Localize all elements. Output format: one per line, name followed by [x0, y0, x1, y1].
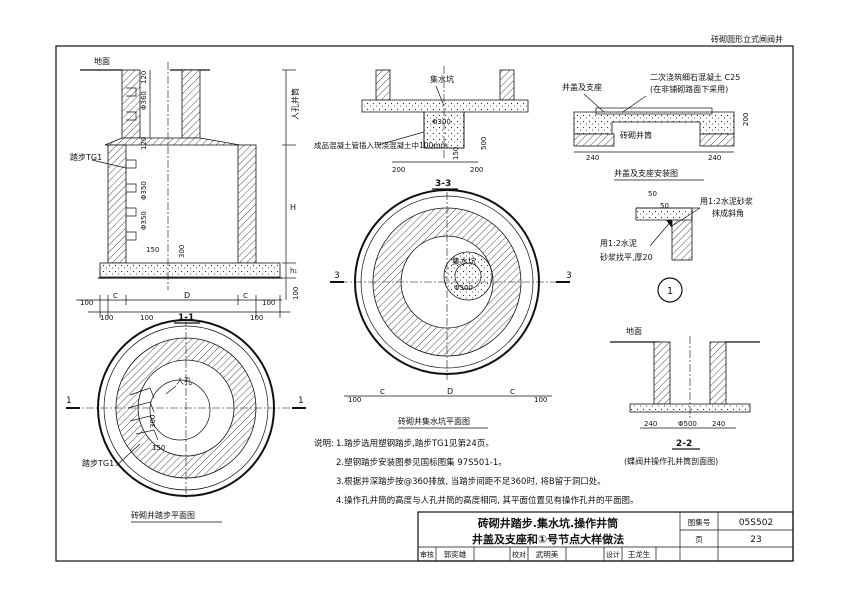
- page-number: 23: [750, 535, 761, 545]
- cover-label: 井盖及支座: [562, 82, 602, 92]
- svg-text:150: 150: [452, 147, 460, 160]
- svg-text:Φ500: Φ500: [678, 420, 697, 428]
- atlas-number: 05S502: [739, 518, 773, 528]
- svg-text:100: 100: [100, 314, 113, 322]
- section-view: 地面 Φ360 120 120 Φ350 Φ350 150: [70, 56, 300, 322]
- section-3-3-title: 3-3: [435, 179, 451, 189]
- step-label: 踏步TG1: [70, 152, 102, 162]
- svg-text:100: 100: [140, 314, 153, 322]
- section-2-2-title: 2-2: [676, 439, 692, 449]
- svg-text:200: 200: [392, 166, 405, 174]
- step-label-plan: 踏步TG1: [82, 458, 114, 468]
- note-4: 4.操作孔井筒的高度与人孔井筒的高度相同, 其平面位置见有操作孔井的平面图。: [336, 495, 639, 506]
- drawing-title-2: 井盖及支座和①号节点大样做法: [472, 532, 624, 546]
- svg-text:120: 120: [140, 137, 148, 150]
- svg-text:300: 300: [178, 245, 186, 258]
- node-detail: 用1:2水泥砂浆 抹成斜角 50 50 用1:2水泥 砂浆找平,厚20 1: [600, 190, 753, 303]
- notes: 说明: 1.踏步选用塑钢踏步,踏步TG1见第24页。 2.塑钢踏步安装图参见国标…: [314, 438, 639, 506]
- svg-text:C: C: [113, 292, 118, 300]
- svg-text:Φ300: Φ300: [432, 118, 451, 126]
- notes-heading: 说明:: [314, 438, 334, 449]
- svg-text:100: 100: [250, 314, 263, 322]
- svg-text:150: 150: [152, 444, 165, 452]
- svg-text:C: C: [510, 388, 515, 396]
- svg-text:240: 240: [586, 154, 599, 162]
- cover-caption: 井盖及支座安装图: [614, 168, 678, 178]
- svg-text:200: 200: [470, 166, 483, 174]
- svg-text:100: 100: [262, 299, 275, 307]
- svg-text:设计: 设计: [606, 550, 620, 559]
- node-note-2b: 砂浆找平,厚20: [600, 252, 653, 262]
- sump-plan-label: 集水坑: [452, 256, 476, 266]
- svg-text:120: 120: [140, 71, 148, 84]
- svg-text:审核: 审核: [420, 550, 434, 559]
- concrete-note: 二次浇筑细石混凝土 C25: [650, 72, 740, 82]
- svg-text:校对: 校对: [512, 550, 526, 559]
- svg-text:300: 300: [149, 415, 157, 428]
- checker-name: 武明美: [536, 549, 559, 559]
- cut-mark-1-left: 1: [66, 396, 72, 406]
- svg-text:Φ300: Φ300: [454, 284, 473, 292]
- section-3-3-caption: 砖砌井集水坑平面图: [398, 416, 470, 426]
- node-note-1: 用1:2水泥砂浆: [700, 196, 753, 206]
- sump-note: 成品混凝土管插入现浇混凝土中100mm: [314, 140, 448, 150]
- svg-text:100: 100: [80, 299, 93, 307]
- ground-label: 地面: [94, 56, 110, 66]
- sump-label: 集水坑: [430, 74, 454, 84]
- section-2-2: 地面 240 Φ500 240 2-2 (蝶阀井操作孔井筒剖面图): [610, 326, 760, 466]
- section-1-1: 1-1 1 1 人孔 300 150 踏步TG1 砖砌井踏步平面图: [66, 313, 306, 523]
- cut-mark-3-left: 3: [334, 271, 340, 281]
- svg-text:D: D: [184, 291, 190, 300]
- svg-text:h₁: h₁: [290, 267, 297, 275]
- svg-text:240: 240: [712, 420, 725, 428]
- drawing-title-1: 砖砌井踏步.集水坑.操作井筒: [478, 516, 618, 530]
- node-note-2: 用1:2水泥: [600, 238, 637, 248]
- manhole-label: 人孔: [176, 377, 192, 386]
- cut-mark-1-right: 1: [298, 396, 304, 406]
- svg-text:100: 100: [348, 396, 361, 404]
- title-block: 砖砌井踏步.集水坑.操作井筒 井盖及支座和①号节点大样做法 图集号 05S502…: [417, 511, 794, 562]
- series-title: 砖砌圆形立式闸阀井: [711, 34, 783, 44]
- designer-name: 王龙生: [628, 549, 651, 559]
- section-1-1-caption: 砖砌井踏步平面图: [131, 510, 195, 520]
- note-1: 1.踏步选用塑钢踏步,踏步TG1见第24页。: [336, 438, 494, 449]
- svg-text:Φ350: Φ350: [140, 211, 148, 230]
- svg-text:Φ360: Φ360: [140, 91, 148, 110]
- section-2-2-ground: 地面: [626, 326, 642, 336]
- sump-section: 集水坑 Φ300 150 500 200 200 成品混凝土管插入现浇混凝土中1…: [314, 66, 529, 174]
- svg-text:Φ350: Φ350: [140, 181, 148, 200]
- note-3: 3.根据井深踏步按@360排放, 当踏步间距不足360时, 将B留于洞口处。: [336, 476, 606, 487]
- cut-mark-3-right: 3: [566, 271, 572, 281]
- note-2: 2.塑钢踏步安装图参见国标图集 97S501-1。: [336, 457, 507, 468]
- node-marker: [657, 277, 683, 303]
- svg-text:50: 50: [648, 190, 657, 198]
- svg-text:240: 240: [644, 420, 657, 428]
- shaft-label: 砖砌井筒: [620, 130, 652, 140]
- cover-install: 井盖及支座 二次浇筑细石混凝土 C25 (在非铺砌路面下采用) 砖砌井筒 240…: [562, 72, 750, 181]
- svg-text:500: 500: [480, 137, 488, 150]
- svg-text:50: 50: [660, 202, 669, 210]
- svg-text:D: D: [447, 387, 453, 396]
- node-note-1b: 抹成斜角: [712, 208, 744, 218]
- reviewer-name: 郭奕雄: [444, 549, 467, 559]
- svg-text:100: 100: [534, 396, 547, 404]
- concrete-note-2: (在非铺砌路面下采用): [650, 84, 728, 94]
- svg-text:240: 240: [708, 154, 721, 162]
- svg-text:1: 1: [667, 286, 673, 297]
- svg-text:C: C: [380, 388, 385, 396]
- svg-text:100: 100: [292, 287, 300, 300]
- section-3-3: 3-3 3 3 集水坑 Φ300 100 C D C 100 砖砌井集水坑平面图: [330, 179, 572, 429]
- hole-label: 人孔井筒: [290, 88, 300, 120]
- section-2-2-caption: (蝶阀井操作孔井筒剖面图): [624, 456, 718, 466]
- svg-text:页: 页: [695, 535, 703, 544]
- svg-text:150: 150: [146, 246, 159, 254]
- svg-text:H: H: [290, 203, 296, 212]
- svg-text:C: C: [243, 292, 248, 300]
- atlas-label: 图集号: [688, 517, 711, 527]
- svg-text:200: 200: [742, 113, 750, 126]
